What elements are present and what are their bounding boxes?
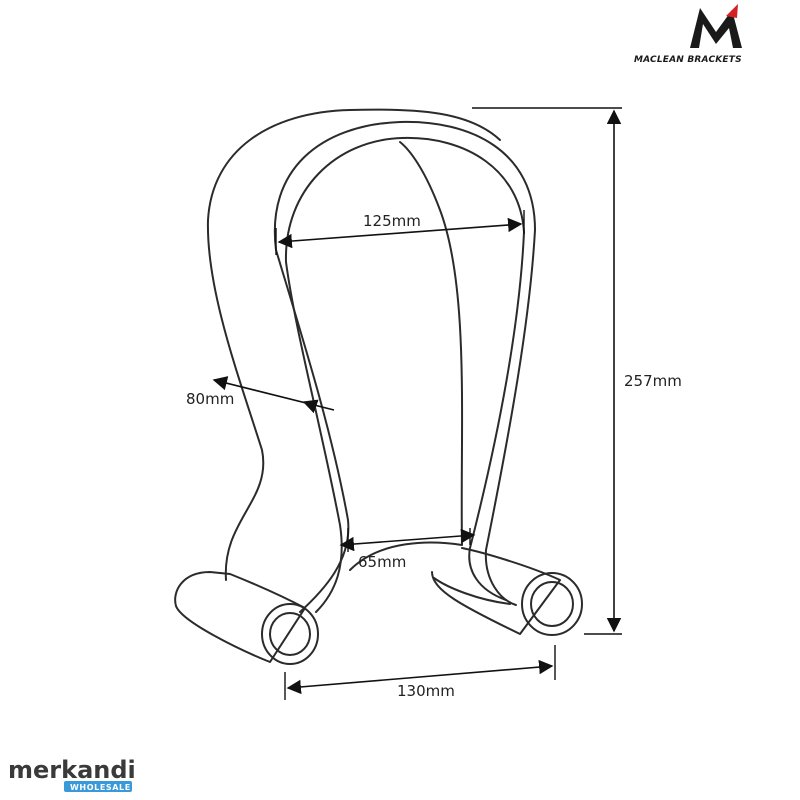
stand-front-inner <box>284 136 525 613</box>
merkandi-watermark-text: merkandi <box>8 756 136 784</box>
merkandi-watermark: merkandi WHOLESALE <box>8 756 136 792</box>
dimension-base-width-line <box>286 659 554 695</box>
dimension-inner-gap: 65mm <box>339 528 476 571</box>
merkandi-watermark-badge-text: WHOLESALE <box>70 783 131 792</box>
dimension-height-label: 257mm <box>624 372 682 390</box>
dimension-depth-tick <box>302 399 319 414</box>
dimension-top-width: 125mm <box>275 210 525 255</box>
stand-front-outer <box>273 120 536 613</box>
maclean-logo: MACLEAN BRACKETS <box>634 4 742 65</box>
stand-drawing <box>174 108 583 665</box>
dimension-depth: 80mm <box>186 376 335 414</box>
left-foot-end-inner <box>269 612 311 656</box>
dimension-inner-gap-label: 65mm <box>358 553 406 571</box>
maclean-logo-mark <box>690 8 742 48</box>
stand-right-web <box>433 577 511 605</box>
right-foot-body <box>431 547 561 635</box>
dimension-base-width-label: 130mm <box>397 682 455 700</box>
maclean-logo-accent <box>726 4 738 18</box>
dimension-top-width-line <box>277 217 523 249</box>
dimension-top-width-label: 125mm <box>363 212 421 230</box>
dimension-base-width: 130mm <box>284 645 556 700</box>
maclean-logo-text: MACLEAN BRACKETS <box>634 55 742 65</box>
dimension-height: 257mm <box>472 107 682 635</box>
merkandi-watermark-badge <box>64 781 132 792</box>
stand-outer-arch <box>206 108 501 581</box>
left-foot-body <box>174 571 306 663</box>
right-foot-end-outer <box>521 572 583 636</box>
stand-inner-back <box>349 141 464 571</box>
dimension-depth-label: 80mm <box>186 390 234 408</box>
dimension-inner-gap-line <box>339 528 476 552</box>
right-foot-end-inner <box>530 581 574 627</box>
